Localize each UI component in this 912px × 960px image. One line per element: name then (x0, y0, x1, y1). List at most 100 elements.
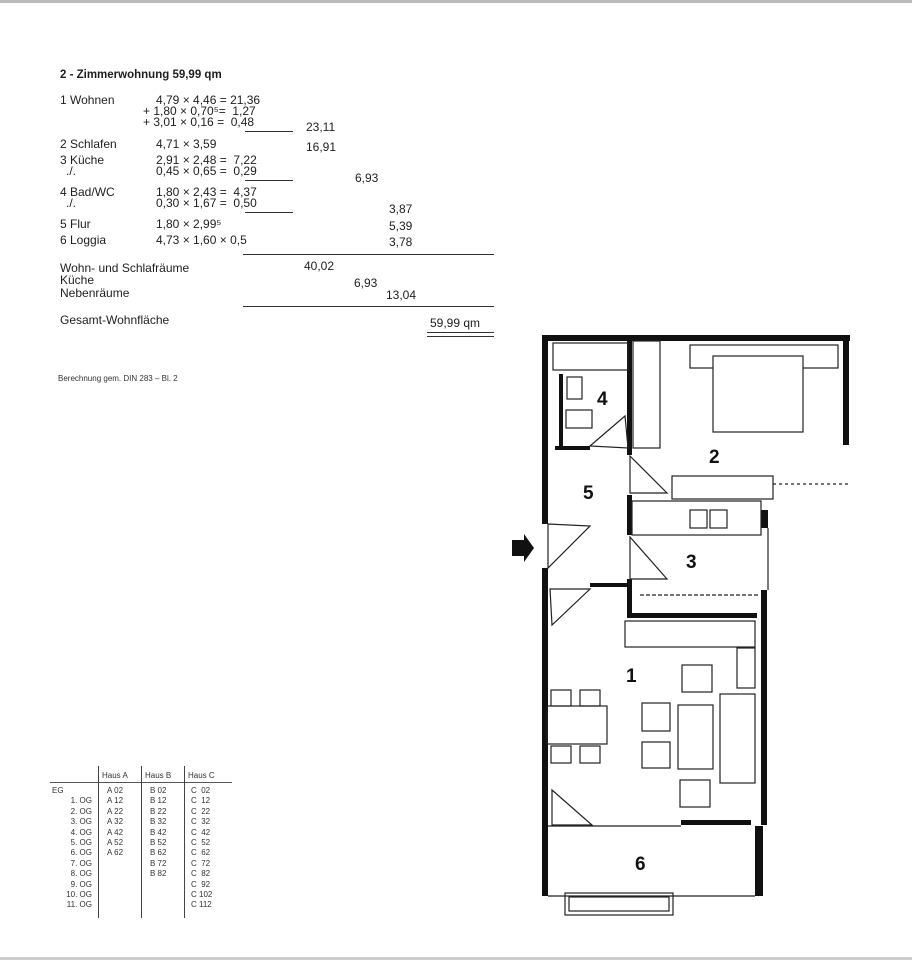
apartment-number: A 22 (107, 806, 124, 816)
armchair (641, 741, 671, 769)
wall (542, 568, 548, 896)
calc-line: 4,73 × 1,60 × 0,5 (156, 233, 247, 247)
column-header: Haus B (145, 771, 172, 780)
apartment-number: B 82 (150, 869, 167, 879)
stove-burner (709, 509, 728, 529)
room-label: 6 Loggia (60, 233, 107, 247)
armchair (681, 664, 713, 693)
door-swing (629, 535, 669, 580)
apartment-number: C 82 (191, 869, 211, 879)
entry-arrow-icon (512, 534, 534, 562)
wall (761, 510, 768, 528)
floor-label: 7. OG (70, 858, 92, 868)
wardrobe (632, 340, 661, 449)
underline (245, 131, 293, 132)
summary-label: Wohn- und Schlafräume (60, 261, 190, 275)
calc-line: 1,80 × 2,43 = 4,37 (156, 185, 257, 199)
underline (245, 212, 293, 213)
apartment-number: B 62 (150, 848, 167, 858)
column-header: Haus C (188, 771, 215, 780)
calc-line: 4,79 × 4,46 = 21,36 (156, 93, 261, 107)
cabinet (736, 647, 756, 689)
scan-edge (0, 957, 912, 960)
room-number-6: 6 (635, 854, 646, 875)
apartment-number: A 42 (107, 827, 124, 837)
room-number-4: 4 (597, 389, 608, 410)
divider (243, 254, 494, 255)
room-number-2: 2 (709, 447, 720, 468)
sideboard (624, 620, 756, 648)
calc-line: 0,30 × 1,67 = 0,50 (156, 196, 257, 210)
total-value: 59,99 qm (430, 316, 481, 330)
column-divider (98, 766, 99, 918)
apartment-number: B 32 (150, 817, 167, 827)
calc-line: + 1,80 × 0,70⁵= 1,27 (143, 104, 256, 118)
deduction-mark: ./. (66, 196, 77, 210)
floor-label: 11. OG (66, 900, 92, 910)
calc-line: 0,45 × 0,65 = 0,29 (156, 164, 257, 178)
chair (550, 745, 572, 764)
room-number-5: 5 (583, 483, 594, 504)
apartment-number: B 12 (150, 796, 167, 806)
chair (550, 689, 572, 707)
chair (579, 689, 601, 707)
floor-label: 4. OG (70, 827, 92, 837)
column-divider (141, 766, 142, 918)
room-label: 2 Schlafen (60, 137, 117, 151)
loggia-planter (568, 896, 670, 912)
room-label: 1 Wohnen (60, 93, 115, 107)
apartment-number: C 12 (191, 796, 211, 806)
calc-line: 4,71 × 3,59 (156, 137, 217, 151)
apartment-number: C 02 (191, 786, 211, 795)
room-label: 4 Bad/WC (60, 185, 115, 199)
washbasin (565, 409, 593, 429)
wall (681, 820, 751, 825)
apartment-number: B 52 (150, 838, 167, 847)
apartment-number: B 72 (150, 858, 167, 868)
room-total: 16,91 (306, 140, 337, 154)
page-title: 2 - Zimmerwohnung 59,99 qm (60, 69, 222, 81)
calc-line: 1,80 × 2,99⁵ (156, 217, 222, 231)
floor-label: EG (52, 786, 64, 795)
footnote: Berechnung gem. DIN 283 – Bl. 2 (58, 374, 178, 383)
door-swing (588, 414, 629, 449)
wall (542, 335, 850, 341)
calc-line: + 3,01 × 0,16 = 0,48 (143, 115, 255, 129)
loggia-planter (564, 892, 674, 916)
scan-edge (0, 0, 912, 3)
walls (542, 335, 850, 896)
floor-label: 6. OG (70, 848, 92, 858)
floor-label: 9. OG (70, 879, 92, 889)
chair (579, 745, 601, 764)
double-underline (427, 336, 494, 337)
stove-burner (689, 509, 708, 529)
summary-label: Küche (60, 273, 95, 287)
room-total: 3,78 (389, 235, 413, 249)
total-label: Gesamt-Wohnfläche (60, 313, 170, 327)
apartment-number: C 32 (191, 817, 211, 827)
apartment-number: C 112 (191, 900, 212, 910)
apartment-number: A 52 (107, 838, 124, 847)
calc-line: 2,91 × 2,48 = 7,22 (156, 153, 257, 167)
room-label: 3 Küche (60, 153, 105, 167)
desk (671, 475, 774, 500)
apartment-number: C 22 (191, 806, 211, 816)
fixtures (546, 340, 850, 916)
armchair (641, 702, 671, 732)
toilet (566, 376, 583, 400)
floor-label: 2. OG (70, 806, 92, 816)
floor-label: 5. OG (70, 838, 92, 847)
kitchen-counter (631, 500, 762, 536)
deduction-mark: ./. (66, 164, 77, 178)
wall (555, 446, 590, 450)
room-total: 6,93 (355, 171, 379, 185)
wall (590, 583, 630, 587)
wall (559, 374, 563, 448)
underline (245, 180, 293, 181)
summary-value: 13,04 (386, 288, 417, 302)
apartment-number: C 42 (191, 827, 211, 837)
sofa (719, 693, 756, 784)
floor-label: 8. OG (70, 869, 92, 879)
summary-label: Nebenräume (60, 286, 130, 300)
